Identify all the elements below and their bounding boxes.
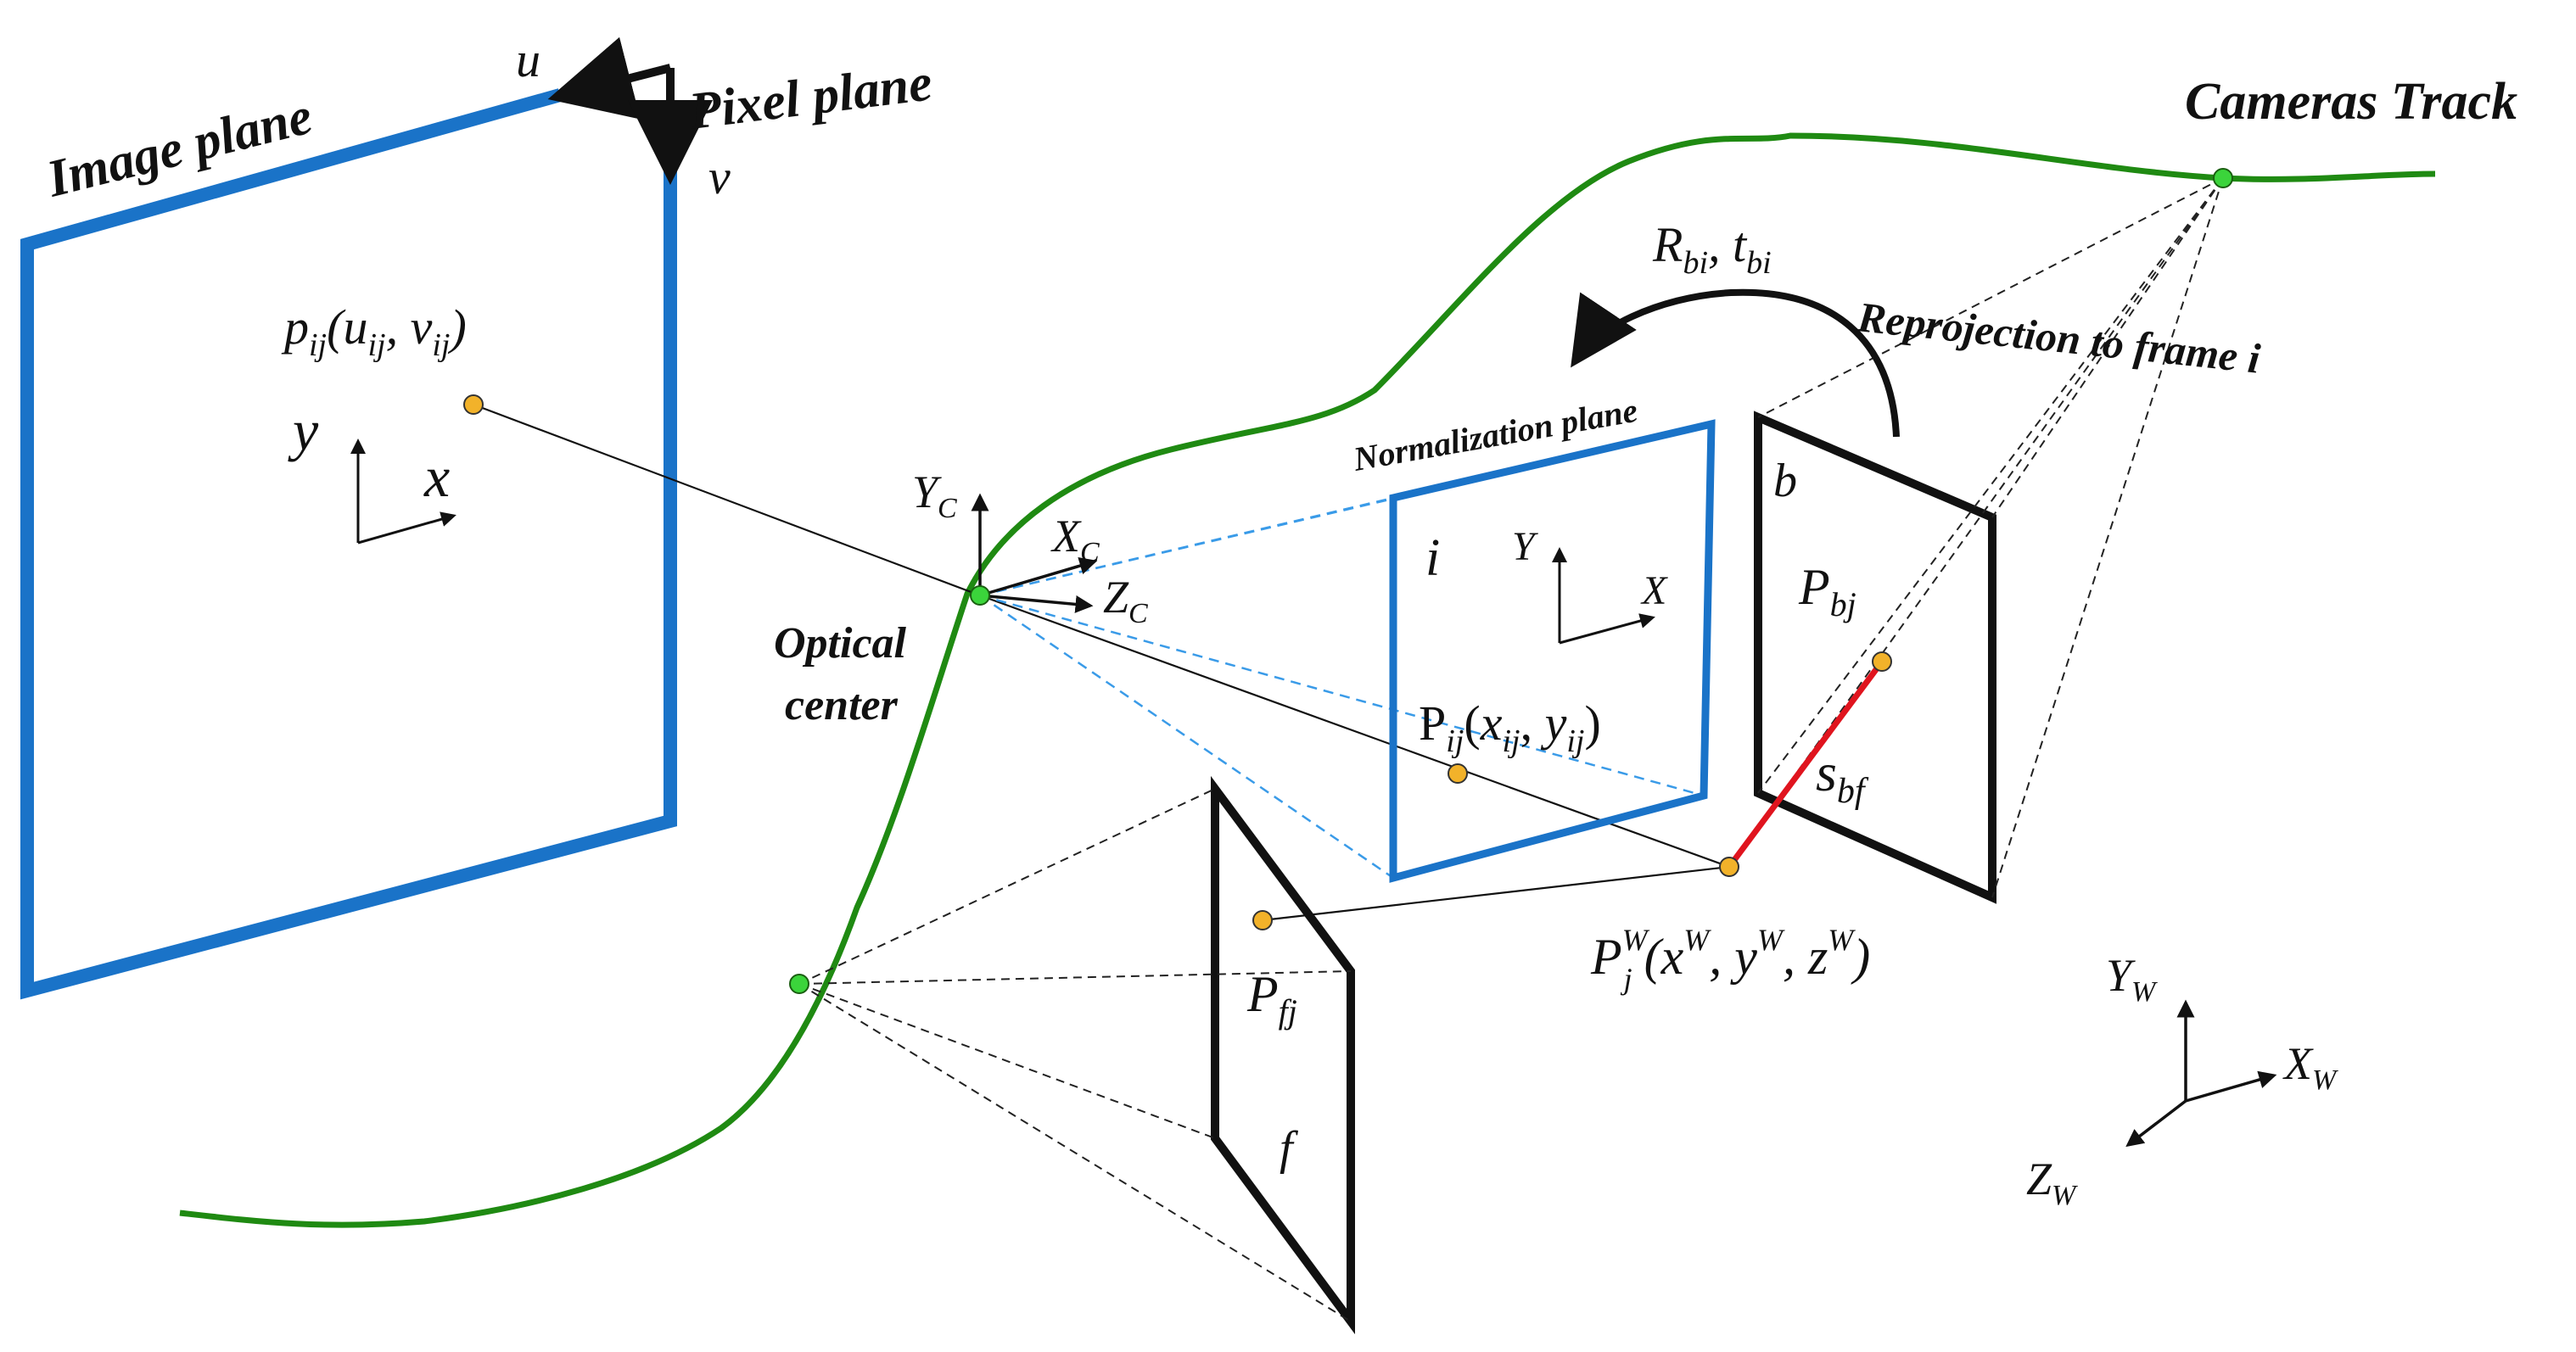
image-point-pij — [463, 394, 484, 415]
rotation-arc-arrow — [1571, 288, 1900, 438]
frame-i-label: i — [1425, 529, 1440, 587]
world-point-Pj — [1719, 857, 1739, 877]
cam-z-label: ZC — [1103, 572, 1148, 629]
u-label: u — [516, 32, 540, 87]
point-Pfj — [1252, 910, 1273, 930]
pfj-label: Pfj — [1246, 966, 1297, 1031]
frame-f-label: f — [1280, 1122, 1299, 1175]
camera-f-center — [789, 974, 809, 994]
point-Pbj — [1872, 651, 1892, 672]
norm-y-label: Y — [1512, 524, 1538, 569]
world-y-label: YW — [2106, 950, 2158, 1008]
normalization-plane-label: Normalization plane — [1350, 391, 1641, 478]
img-y-label: y — [288, 398, 319, 462]
image-ray — [473, 403, 981, 597]
u-axis-arrow — [547, 36, 672, 120]
norm-x-label: X — [1640, 568, 1668, 613]
world-x-label: XW — [2282, 1038, 2338, 1096]
cameras-track-label: Cameras Track — [2185, 73, 2517, 131]
world-to-pfj-line — [1262, 865, 1730, 922]
v-label: v — [708, 149, 731, 204]
sbf-label: sbf — [1816, 742, 1869, 811]
img-x-axis — [357, 511, 456, 545]
world-z-label: ZW — [2026, 1154, 2078, 1211]
pbj-label: Pbj — [1798, 559, 1856, 623]
camera-b-center — [2213, 168, 2233, 188]
frame-f — [1211, 775, 1355, 1335]
camera-f-rays — [798, 788, 1352, 1322]
optical-center-point — [970, 585, 990, 606]
center-to-world-ray — [979, 594, 1730, 869]
optical-center-label-1: Optical — [774, 619, 907, 668]
pixel-point-formula: pij(uij, vij) — [281, 299, 467, 363]
img-x-label: x — [423, 444, 450, 509]
image-plane-frame — [20, 88, 677, 1000]
image-plane-label: Image plane — [41, 87, 318, 209]
rotation-translation-label: Rbi, tbi — [1652, 217, 1772, 281]
frame-b-label: b — [1773, 455, 1797, 507]
normalization-plane-frame — [1389, 419, 1716, 883]
world-z-axis — [2125, 1099, 2187, 1148]
cam-y-label: YC — [912, 466, 957, 524]
cam-x-label: XC — [1050, 511, 1100, 568]
pixel-plane-label: Pixel plane — [685, 53, 935, 141]
camera-b-rays — [1728, 177, 2224, 898]
cam-x-axis — [979, 556, 1098, 597]
camera-track-curve — [179, 132, 2436, 1228]
reprojection-label: Reprojection to frame i — [1855, 293, 2263, 383]
cam-z-axis — [979, 594, 1094, 613]
reprojection-error-segment — [1727, 659, 1884, 869]
optical-center-label-2: center — [785, 681, 899, 729]
normalized-point-Pij — [1448, 763, 1468, 784]
world-x-axis — [2185, 1070, 2277, 1103]
normalized-point-formula: Pij(xij, yij) — [1419, 696, 1601, 759]
normalization-frustum — [979, 422, 1712, 880]
norm-x-axis — [1559, 613, 1655, 645]
